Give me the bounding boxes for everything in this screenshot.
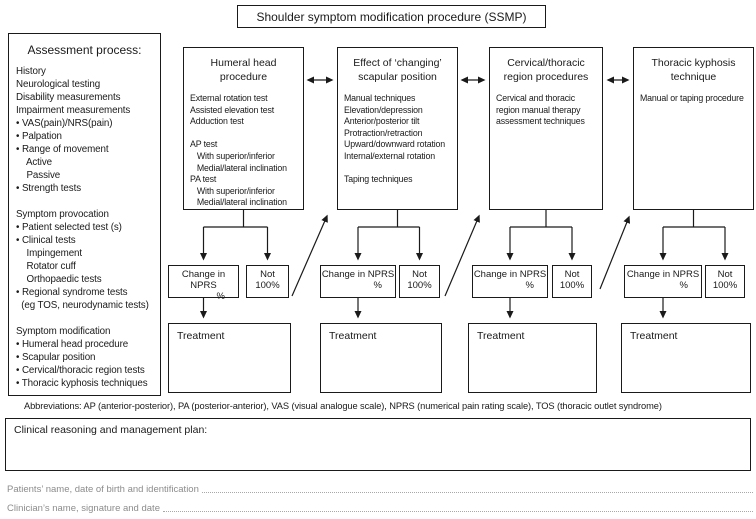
change-percent: % (679, 280, 688, 291)
not-100-box: Not 100% (705, 265, 745, 298)
procedure-body: Cervical and thoracic region manual ther… (496, 93, 585, 127)
assessment-heading: Assessment process: (27, 43, 142, 57)
procedure-heading: Humeral head procedure (210, 57, 277, 83)
clinician-info-row: Clinician’s name, signature and date (7, 503, 753, 514)
procedure-heading: Thoracic kyphosis technique (651, 57, 736, 83)
change-label: Change in NPRS (626, 269, 700, 280)
not-percent: 100% (407, 280, 432, 291)
not-label: Not (717, 269, 733, 280)
treatment-box: Treatment (468, 323, 597, 393)
procedure-body: External rotation test Assisted elevatio… (190, 93, 287, 208)
procedure-body: Manual techniques Elevation/depression A… (344, 93, 446, 185)
clinical-reasoning-label: Clinical reasoning and management plan: (14, 424, 208, 436)
treatment-label: Treatment (329, 330, 377, 342)
procedure-heading: Cervical/thoracic region procedures (503, 57, 589, 83)
patient-info-row: Patients’ name, date of birth and identi… (7, 484, 753, 495)
not-100-box: Not 100% (552, 265, 592, 298)
change-percent: % (373, 280, 382, 291)
change-label: Change in NPRS (473, 269, 547, 280)
change-in-nprs-box: Change in NPRS % (168, 265, 239, 302)
not-percent: 100% (559, 280, 585, 291)
procedure-heading: Effect of ‘changing’ scapular position (353, 57, 442, 83)
not-100-box: Not 100% (246, 265, 289, 298)
not-label: Not (412, 269, 427, 280)
not-100-box: Not 100% (399, 265, 440, 298)
patient-info-label: Patients’ name, date of birth and identi… (7, 484, 199, 495)
dotted-fill-line (162, 511, 753, 512)
treatment-label: Treatment (477, 330, 525, 342)
dotted-fill-line (201, 492, 753, 493)
cervical-thoracic-box: Cervical/thoracic region procedures Cerv… (489, 47, 603, 210)
assessment-list: History Neurological testing Disability … (16, 66, 149, 389)
title-box: Shoulder symptom modification procedure … (237, 5, 546, 28)
assessment-process-box: Assessment process: History Neurological… (8, 33, 161, 396)
change-in-nprs-box: Change in NPRS % (320, 265, 396, 298)
change-label: Change in NPRS (321, 269, 395, 280)
treatment-box: Treatment (168, 323, 291, 393)
change-percent: % (525, 280, 534, 291)
clinician-info-label: Clinician’s name, signature and date (7, 503, 160, 514)
not-label: Not (564, 269, 580, 280)
abbreviations-text: Abbreviations: AP (anterior-posterior), … (24, 401, 662, 411)
not-percent: 100% (255, 280, 280, 291)
treatment-box: Treatment (621, 323, 751, 393)
not-label: Not (260, 269, 275, 280)
change-in-nprs-box: Change in NPRS % (472, 265, 548, 298)
clinical-reasoning-box: Clinical reasoning and management plan: (5, 418, 751, 471)
change-in-nprs-box: Change in NPRS % (624, 265, 702, 298)
humeral-head-procedure-box: Humeral head procedure External rotation… (183, 47, 304, 210)
not-percent: 100% (712, 280, 738, 291)
scapular-position-box: Effect of ‘changing’ scapular position M… (337, 47, 458, 210)
procedure-body: Manual or taping procedure (640, 93, 744, 103)
treatment-label: Treatment (630, 330, 678, 342)
treatment-label: Treatment (177, 330, 225, 342)
page-title: Shoulder symptom modification procedure … (256, 9, 527, 24)
change-label: Change in NPRS (181, 269, 226, 291)
thoracic-kyphosis-box: Thoracic kyphosis technique Manual or ta… (633, 47, 754, 210)
treatment-box: Treatment (320, 323, 442, 393)
change-percent: % (216, 291, 225, 302)
